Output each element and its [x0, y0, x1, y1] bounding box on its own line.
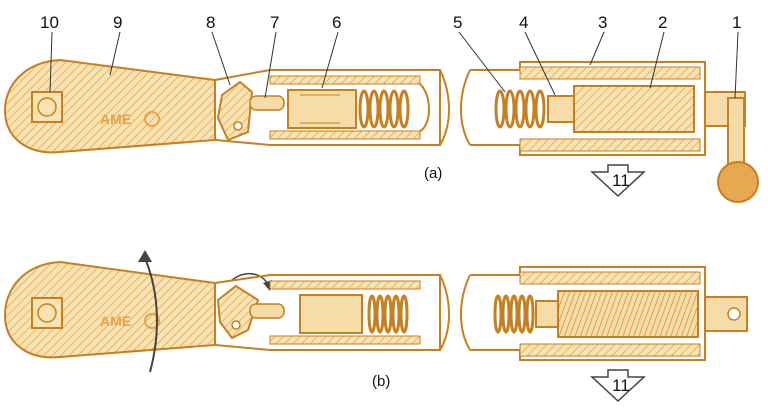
square-drive-b	[31, 297, 63, 329]
view-a: AME	[3, 13, 759, 203]
arrow-11-label-b: 11	[612, 376, 630, 395]
rotation-arrow-b	[144, 257, 158, 373]
arrow-11-a: 11	[590, 164, 646, 198]
subfigure-label-b: (b)	[372, 373, 390, 390]
arrow-11-label-a: 11	[612, 171, 630, 190]
square-drive-a	[31, 91, 63, 123]
arrow-11-b: 11	[590, 369, 646, 403]
adjust-screw-a	[573, 85, 695, 133]
callout-5: 5	[453, 13, 462, 32]
ame-logo-a: AME	[100, 111, 160, 127]
callout-3: 3	[598, 13, 607, 32]
pawl-a	[216, 80, 254, 142]
leader-lines	[49, 31, 739, 99]
plunger-a	[287, 89, 357, 129]
plunger-b	[299, 294, 363, 334]
push-rod-a	[249, 95, 285, 111]
adjust-nut-b	[535, 300, 559, 328]
callout-4: 4	[519, 13, 528, 32]
adjust-nut-a	[547, 95, 575, 123]
svg-text:AME: AME	[100, 111, 131, 127]
callout-2: 2	[658, 13, 667, 32]
spring-right-a	[494, 89, 546, 129]
spring-left-b	[367, 294, 409, 334]
ame-logo-b: AME	[100, 313, 160, 329]
adjust-screw-b	[557, 290, 699, 338]
callout-7: 7	[270, 13, 279, 32]
callout-6: 6	[332, 13, 341, 32]
pawl-b	[216, 284, 260, 340]
callout-9: 9	[113, 13, 122, 32]
callout-1: 1	[732, 13, 741, 32]
ratchet-head-a	[3, 58, 216, 154]
view-b: AME	[3, 250, 748, 403]
push-rod-b	[249, 303, 285, 319]
svg-text:AME: AME	[100, 313, 131, 329]
callout-8: 8	[206, 13, 215, 32]
callout-10: 10	[40, 13, 59, 32]
ratchet-head-b	[3, 260, 216, 359]
subfigure-label-a: (a)	[424, 165, 442, 182]
spring-right-b	[493, 294, 535, 334]
key-a	[717, 97, 759, 203]
spring-left-a	[358, 89, 410, 129]
